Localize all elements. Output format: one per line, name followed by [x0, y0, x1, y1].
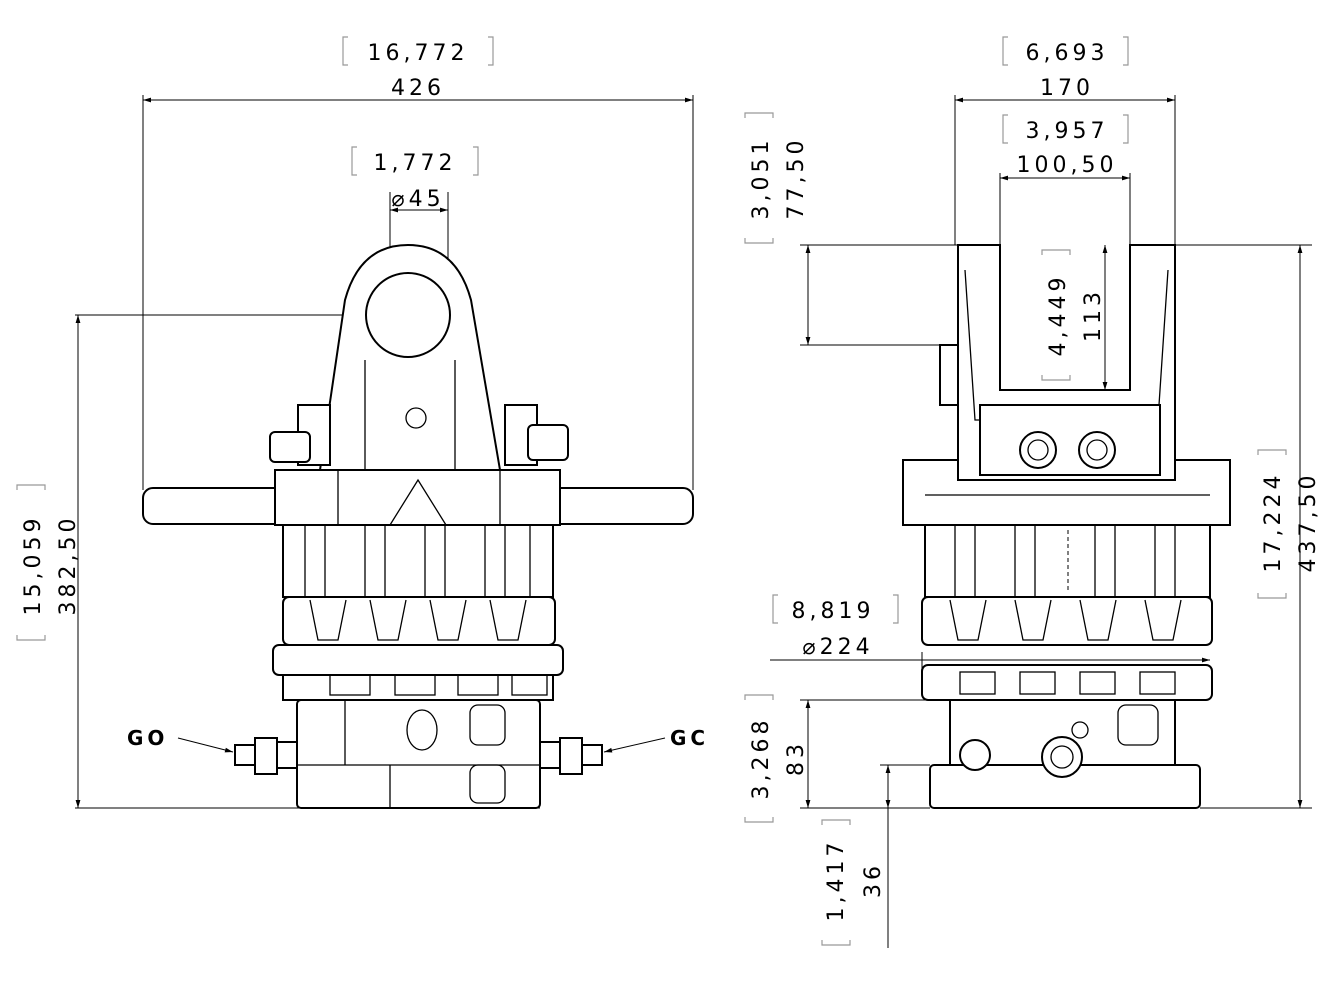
left-view: 16,772 426 1,772 ⌀45 15,059 382,50 [16, 36, 709, 809]
base-step-mm-label: 36 [861, 862, 886, 898]
dimension-width-426: 16,772 426 [142, 36, 694, 490]
diameter-inches-label: 8,819 [792, 599, 875, 624]
slot-depth-mm-label: 113 [1081, 288, 1106, 342]
pin-hole [365, 272, 451, 358]
dimension-base-step: 1,417 36 [821, 764, 930, 948]
dimension-total-height: 17,224 437,50 [1175, 244, 1321, 809]
height-mm-label: 382,50 [56, 515, 81, 616]
width-inches-label: 6,693 [1026, 41, 1109, 66]
dimension-width-170: 6,693 170 [954, 36, 1176, 245]
swivel-base [296, 699, 541, 809]
dimension-pin-diameter: 1,772 ⌀45 [351, 146, 479, 290]
motor-body [282, 524, 554, 598]
dimension-slot-100: 3,957 100,50 [999, 114, 1131, 245]
rotator-side-view [142, 243, 694, 809]
pin-inches-label: 1,772 [374, 151, 457, 176]
height-inches-label: 15,059 [21, 515, 46, 616]
slot-inches-label: 3,957 [1026, 119, 1109, 144]
port-label-go: GO [127, 726, 168, 750]
base-height-inches-label: 3,268 [749, 717, 774, 800]
slot-depth-inches-label: 4,449 [1046, 274, 1071, 357]
width-mm-label: 170 [1040, 76, 1094, 101]
pin-mm-label: ⌀45 [391, 187, 444, 212]
diameter-mm-label: ⌀224 [802, 635, 873, 660]
total-height-inches-label: 17,224 [1261, 472, 1286, 573]
port-fitting-gc [539, 737, 603, 775]
base-height-mm-label: 83 [784, 740, 809, 776]
top-offset-mm-label: 77,50 [784, 137, 809, 220]
dimension-diameter-224: 8,819 ⌀224 [770, 594, 1210, 668]
port-fitting-go [234, 737, 298, 775]
housing-top [274, 469, 561, 526]
slot-mm-label: 100,50 [1017, 153, 1118, 178]
base-step-inches-label: 1,417 [824, 839, 849, 922]
right-view: 6,693 170 3,957 100,50 3,051 77,50 4,449… [744, 36, 1321, 948]
dimension-top-offset: 3,051 77,50 [744, 112, 958, 346]
top-offset-inches-label: 3,051 [749, 137, 774, 220]
total-height-mm-label: 437,50 [1296, 472, 1321, 573]
dimension-slot-depth: 4,449 113 [1041, 245, 1108, 390]
dimension-base-height: 3,268 83 [744, 694, 950, 823]
width-inches-label: 16,772 [368, 41, 469, 66]
width-mm-label: 426 [391, 76, 445, 101]
port-label-gc: GC [670, 726, 709, 750]
rotator-front-view [902, 244, 1231, 809]
gear-ring [282, 596, 556, 646]
gear-ring [921, 596, 1213, 646]
